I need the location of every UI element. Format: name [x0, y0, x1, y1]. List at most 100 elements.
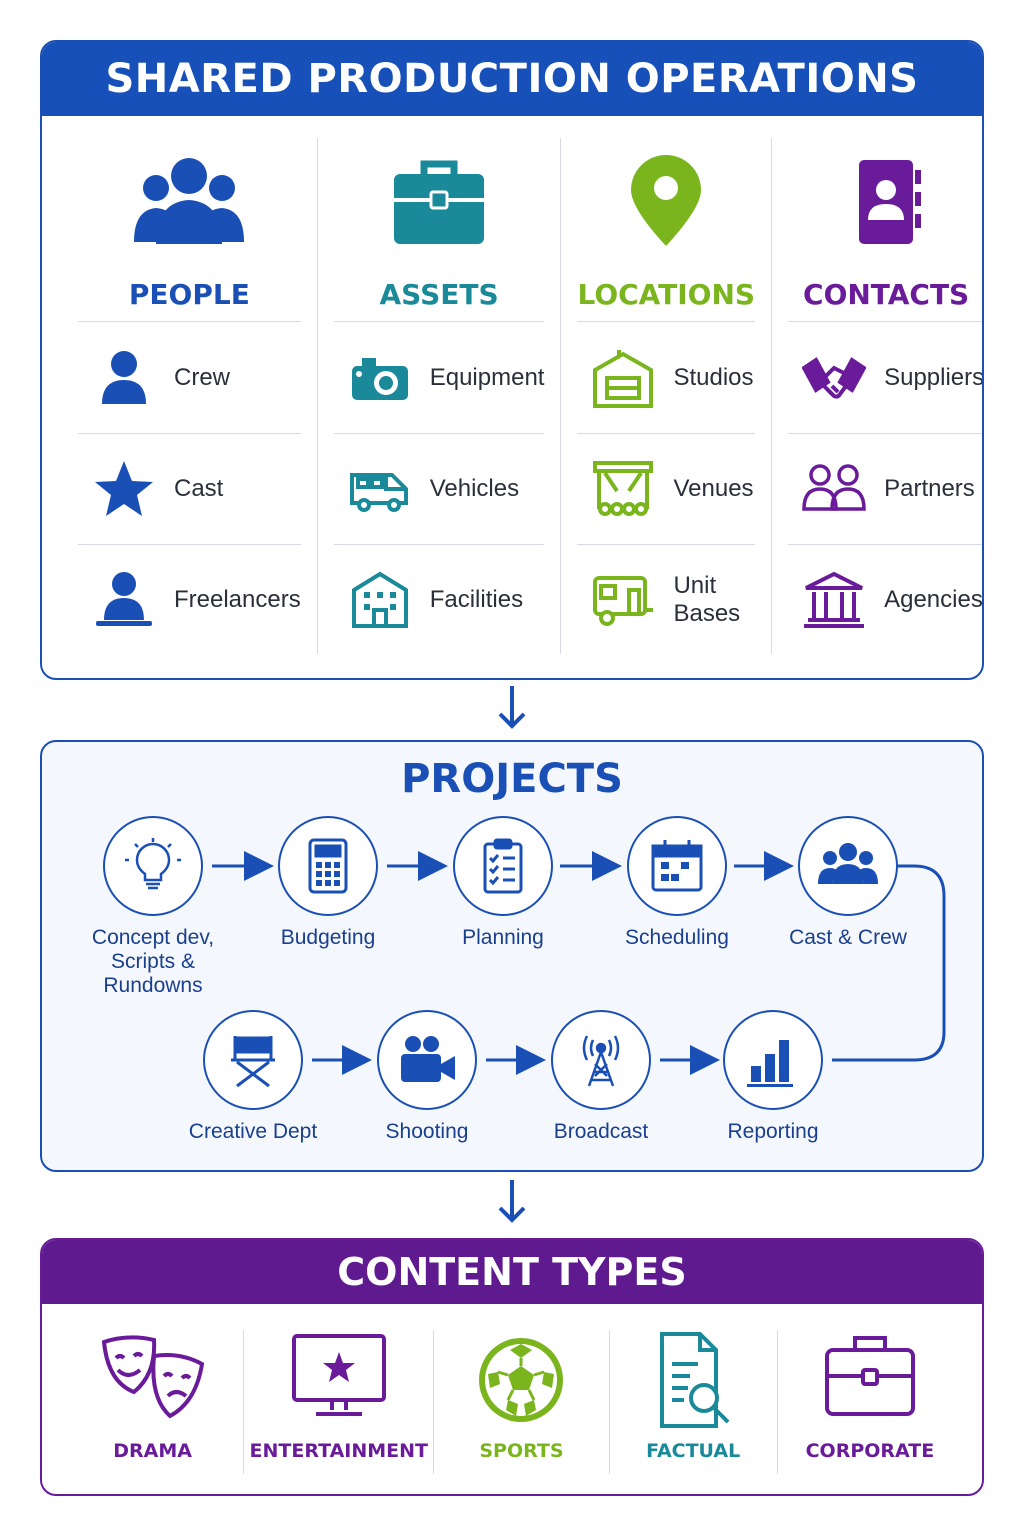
item-label: Suppliers: [884, 363, 984, 391]
people-item-cast[interactable]: Cast: [78, 433, 301, 544]
locations-column: LOCATIONS Studios Venues: [560, 138, 771, 654]
locations-title: LOCATIONS: [577, 278, 756, 311]
item-label: Cast: [174, 475, 224, 502]
operations-panel: SHARED PRODUCTION OPERATIONS PEOPLE Crew…: [40, 40, 984, 680]
step-label: Cast & Crew: [789, 926, 907, 949]
step-circle: [203, 1010, 303, 1110]
content-types-panel: CONTENT TYPES DRAMA ENTERTAINMENT: [40, 1238, 984, 1496]
content-type-factual[interactable]: FACTUAL: [608, 1330, 777, 1474]
contacts-column: CONTACTS Suppliers Partners Agencies: [771, 138, 984, 655]
partners-icon: [802, 464, 866, 511]
step-circle: [103, 816, 203, 916]
people-item-freelancers[interactable]: Freelancers: [78, 544, 301, 655]
step-label: Concept dev, Scripts & Rundowns: [91, 926, 215, 997]
laptop-person-icon: [96, 572, 152, 626]
step-circle: [798, 816, 898, 916]
content-type-sports[interactable]: SPORTS: [433, 1330, 608, 1474]
step-concept[interactable]: Concept dev, Scripts & Rundowns: [68, 816, 238, 998]
building-icon: [351, 571, 408, 628]
people-title: PEOPLE: [128, 278, 250, 311]
camera-icon: [351, 357, 408, 400]
step-circle: [278, 816, 378, 916]
step-label: Scheduling: [625, 926, 729, 949]
step-circle: [551, 1010, 651, 1110]
lightbulb-icon: [125, 838, 181, 890]
content-types-title: CONTENT TYPES: [42, 1240, 982, 1304]
item-label: Vehicles: [429, 475, 520, 502]
step-circle: [627, 816, 727, 916]
item-label: Agencies: [884, 586, 983, 613]
item-label: Venues: [673, 475, 754, 502]
director-chair-icon: [231, 1036, 275, 1088]
van-icon: [349, 473, 408, 512]
step-creative-dept[interactable]: Creative Dept: [168, 1010, 338, 1144]
checklist-icon: [483, 838, 523, 894]
star-icon: [95, 461, 153, 516]
item-label: Partners: [884, 475, 975, 502]
item-label: Studios: [673, 363, 754, 391]
assets-column: ASSETS Equipment Vehicles: [316, 138, 561, 655]
content-type-label: FACTUAL: [646, 1440, 741, 1462]
step-reporting[interactable]: Reporting: [688, 1010, 858, 1144]
tv-star-icon: [291, 1334, 386, 1416]
contacts-item-agencies[interactable]: Agencies: [788, 544, 983, 655]
content-type-corporate[interactable]: CORPORATE: [776, 1330, 962, 1474]
content-type-label: SPORTS: [479, 1440, 564, 1462]
step-planning[interactable]: Planning: [418, 816, 588, 950]
content-type-drama[interactable]: DRAMA: [62, 1330, 243, 1474]
down-arrow-icon: [498, 686, 526, 729]
document-search-icon: [660, 1332, 730, 1428]
video-camera-icon: [401, 1036, 455, 1082]
locations-item-studios[interactable]: Studios: [577, 322, 755, 433]
step-cast-crew[interactable]: Cast & Crew: [763, 816, 933, 950]
studio-icon: [593, 349, 654, 408]
briefcase-icon: [824, 1336, 915, 1416]
content-type-entertainment[interactable]: ENTERTAINMENT: [243, 1330, 433, 1474]
assets-item-facilities[interactable]: Facilities: [333, 544, 545, 655]
assets-item-vehicles[interactable]: Vehicles: [333, 433, 545, 544]
item-label: Crew: [174, 363, 231, 391]
step-label: Broadcast: [553, 1120, 649, 1143]
person-icon: [102, 350, 146, 404]
map-pin-icon: [631, 155, 702, 246]
people-column: PEOPLE Crew Cast Freelancers: [62, 138, 317, 654]
step-circle: [453, 816, 553, 916]
bar-chart-icon: [747, 1040, 793, 1087]
people-item-crew[interactable]: Crew: [78, 322, 301, 433]
step-circle: [377, 1010, 477, 1110]
venue-stage-icon: [593, 461, 654, 516]
soccer-ball-icon: [479, 1338, 564, 1422]
contacts-item-partners[interactable]: Partners: [788, 433, 982, 544]
step-budgeting[interactable]: Budgeting: [243, 816, 413, 950]
content-type-label: DRAMA: [113, 1440, 192, 1462]
step-label: Planning: [462, 926, 544, 949]
operations-title: SHARED PRODUCTION OPERATIONS: [42, 42, 982, 116]
item-label: Facilities: [429, 586, 524, 613]
briefcase-icon: [394, 160, 485, 244]
step-scheduling[interactable]: Scheduling: [592, 816, 762, 950]
projects-panel: PROJECTS Concept dev, Scripts & Rundowns…: [40, 740, 984, 1172]
down-arrow-icon: [498, 1180, 526, 1223]
step-shooting[interactable]: Shooting: [342, 1010, 512, 1144]
step-label: Budgeting: [280, 926, 376, 949]
calculator-icon: [308, 838, 348, 894]
step-label: Reporting: [727, 1120, 819, 1143]
calendar-icon: [651, 840, 703, 892]
item-label: Equipment: [429, 363, 545, 391]
locations-item-venues[interactable]: Venues: [577, 433, 756, 544]
locations-item-unit-bases[interactable]: Unit Bases: [577, 544, 756, 655]
broadcast-tower-icon: [582, 1035, 620, 1087]
assets-item-equipment[interactable]: Equipment: [334, 322, 545, 433]
step-circle: [723, 1010, 823, 1110]
step-broadcast[interactable]: Broadcast: [516, 1010, 686, 1144]
item-label: Unit Bases: [673, 572, 741, 627]
projects-title: PROJECTS: [401, 756, 623, 802]
team-icon: [818, 843, 878, 884]
theater-masks-icon: [101, 1335, 204, 1419]
content-type-label: ENTERTAINMENT: [249, 1440, 429, 1462]
item-label: Freelancers: [174, 586, 301, 613]
content-type-label: CORPORATE: [805, 1440, 935, 1462]
trailer-icon: [593, 576, 654, 626]
contacts-title: CONTACTS: [803, 278, 970, 311]
contacts-item-suppliers[interactable]: Suppliers: [788, 322, 984, 433]
